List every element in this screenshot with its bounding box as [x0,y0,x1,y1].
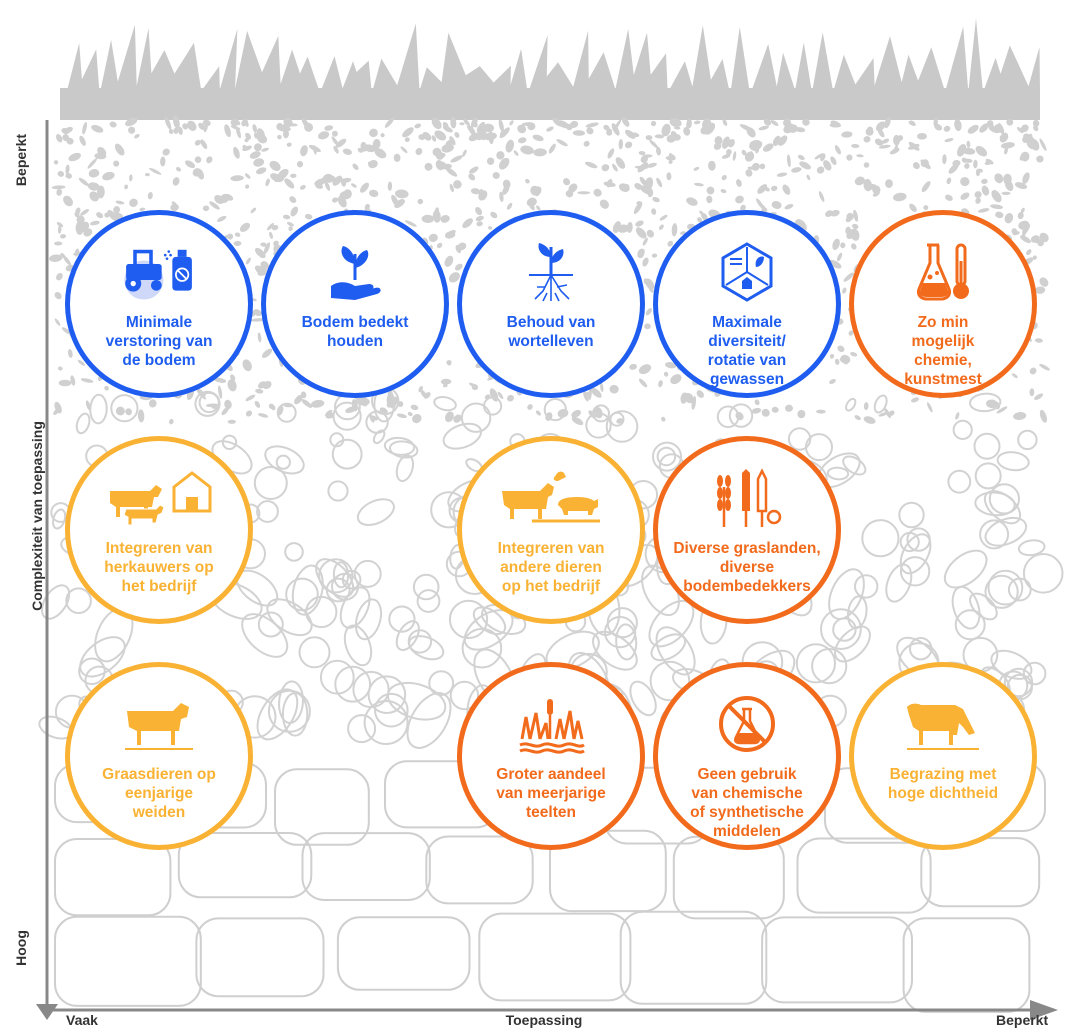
roots-plant-icon [511,241,591,303]
practice-keep-soil-covered: Bodem bedekt houden [261,210,449,398]
practice-grazers-annual-pastures: Graasdieren op eenjarige weiden [65,662,253,850]
x-axis-arrow-icon [1030,1000,1058,1020]
practice-label: Graasdieren op eenjarige weiden [102,766,216,821]
y-axis-bottom-label: Hoog [13,930,29,966]
y-axis-arrow-icon [36,1004,58,1020]
no-chemicals-icon [707,693,787,755]
y-axis-top-label: Beperkt [13,133,29,187]
practice-label: Geen gebruik van chemische of synthetisc… [690,766,804,840]
tractor-sprayer-icon [119,241,199,303]
hand-plant-icon [315,241,395,303]
y-axis-title: Complexiteit van toepassing [29,421,45,611]
practice-label: Integreren van herkauwers op het bedrijf [104,540,214,595]
practice-label: Bodem bedekt houden [301,314,409,350]
practice-label: Diverse graslanden, diverse bodembedekke… [673,540,821,595]
practice-high-density-grazing: Begrazing met hoge dichtheid [849,662,1037,850]
grains-icon [707,467,787,529]
practice-label: Zo min mogelijk chemie, kunstmest [904,314,982,388]
farm-animals-icon [496,467,606,529]
x-axis-left-label: Vaak [66,1012,98,1028]
cows-barn-icon [104,467,214,529]
x-axis-right-label: Beperkt [996,1012,1049,1028]
axes [36,120,1058,1020]
practice-label: Begrazing met hoge dichtheid [887,766,999,802]
flask-thermometer-icon [903,241,983,303]
practice-preserve-root-life: Behoud van wortelleven [457,210,645,398]
practice-more-perennial-crops: Groter aandeel van meerjarige teelten [457,662,645,850]
cow-icon [119,693,199,755]
crop-rotation-icon [707,241,787,303]
practice-diverse-grasslands-cover-crops: Diverse graslanden, diverse bodembedekke… [653,436,841,624]
grass-layer [60,18,1040,120]
grazing-cow-icon [903,693,983,755]
x-axis-title: Toepassing [505,1012,583,1028]
practice-minimal-chemicals-fertilizer: Zo min mogelijk chemie, kunstmest [849,210,1037,398]
practice-label: Integreren van andere dieren op het bedr… [497,540,605,595]
practice-minimal-soil-disturbance: Minimale verstoring van de bodem [65,210,253,398]
practice-no-synthetic-chemicals: Geen gebruik van chemische of synthetisc… [653,662,841,850]
grass-base [60,88,1040,120]
practice-label: Behoud van wortelleven [506,314,596,350]
practice-integrate-ruminants: Integreren van herkauwers op het bedrijf [65,436,253,624]
reeds-icon [511,693,591,755]
practice-label: Groter aandeel van meerjarige teelten [496,766,606,821]
practice-label: Minimale verstoring van de bodem [105,314,213,369]
practice-integrate-other-animals: Integreren van andere dieren op het bedr… [457,436,645,624]
practice-crop-diversity-rotation: Maximale diversiteit/ rotatie van gewass… [653,210,841,398]
practice-label: Maximale diversiteit/ rotatie van gewass… [707,314,787,388]
